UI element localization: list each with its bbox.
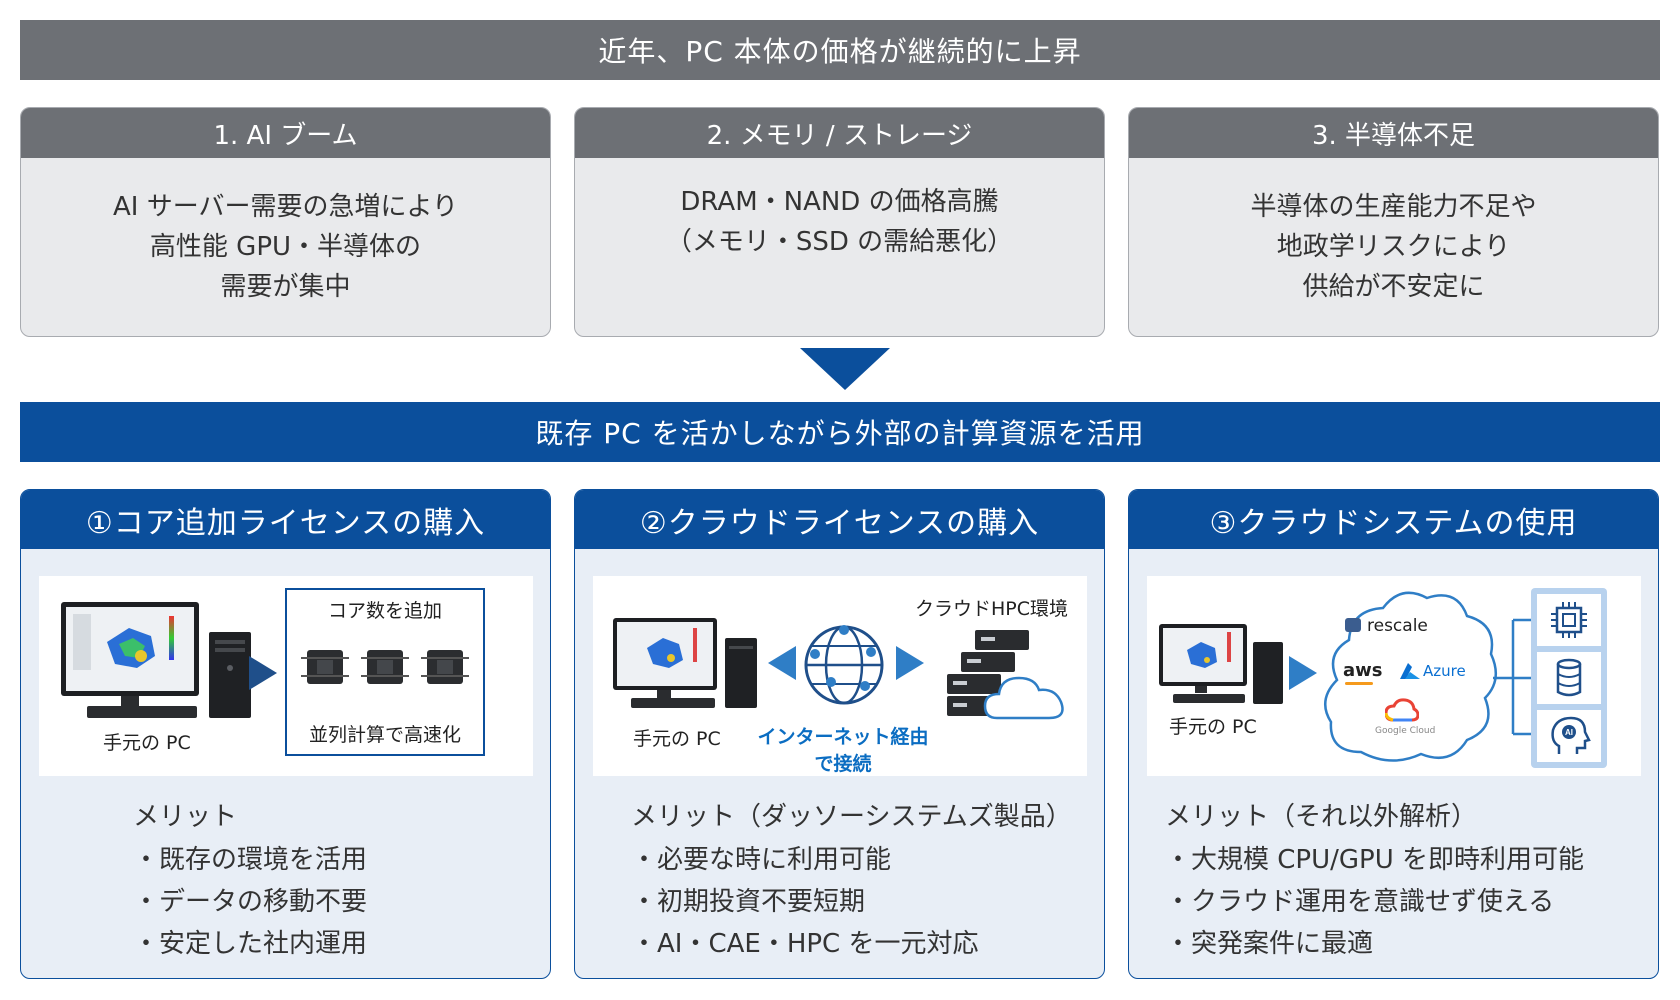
solution-title: ②クラウドライセンスの購入 xyxy=(575,490,1104,549)
cause-line: AI サーバー需要の急増により xyxy=(113,192,458,222)
internet-label: インターネット経由 で接続 xyxy=(755,722,931,776)
pc-label: 手元の PC xyxy=(103,732,191,754)
solution-illustration: 手元の PC インターネット経由 で接続 クラウドHPC環境 xyxy=(593,576,1087,776)
core-box-top-label: コア数を追加 xyxy=(327,600,442,622)
merit-section: メリット ・既存の環境を活用 ・データの移動不要 ・安定した社内運用 xyxy=(21,796,550,965)
cause-line: 需要が集中 xyxy=(220,272,351,302)
workstation-icon xyxy=(1159,624,1283,704)
cause-line: 地政学リスクにより xyxy=(1276,232,1511,262)
core-add-box: コア数を追加 並列計算で高速化 xyxy=(285,588,485,756)
resource-stack: AI xyxy=(1531,588,1607,768)
provider-rescale: rescale xyxy=(1367,616,1428,636)
azure-logo-icon xyxy=(1400,663,1420,679)
provider-azure: Azure xyxy=(1423,662,1466,680)
cause-line: 高性能 GPU・半導体の xyxy=(149,232,422,262)
merit-item: ・クラウド運用を意識せず使える xyxy=(1165,887,1555,917)
solution-illustration: 手元の PC rescale aws Azure Google Cloud xyxy=(1147,576,1641,776)
provider-aws: aws xyxy=(1343,660,1383,681)
cpu-icon xyxy=(1551,602,1587,638)
resource-cpu-tile xyxy=(1537,594,1601,646)
globe-network-icon xyxy=(804,625,884,705)
down-arrow-icon xyxy=(800,348,890,390)
aws-smile-icon xyxy=(1345,682,1373,685)
cloud-server-icon xyxy=(947,630,1064,720)
resource-ai-tile: AI xyxy=(1537,710,1601,762)
resource-storage-tile xyxy=(1537,652,1601,704)
merit-item: ・必要な時に利用可能 xyxy=(631,845,892,875)
merit-title: メリット xyxy=(133,802,238,832)
merit-item: ・突発案件に最適 xyxy=(1165,929,1374,959)
solution-card-cloud-license: ②クラウドライセンスの購入 手元の PC インターネット経由 で接続 xyxy=(574,489,1105,979)
pc-label: 手元の PC xyxy=(633,728,721,750)
merit-item: ・AI・CAE・HPC を一元対応 xyxy=(631,929,979,959)
cause-body: DRAM・NAND の価格高騰 （メモリ・SSD の需給悪化） xyxy=(575,158,1104,336)
cause-line: DRAM・NAND の価格高騰 xyxy=(680,187,999,217)
internet-label-line2: で接続 xyxy=(814,753,872,775)
ai-head-icon: AI xyxy=(1551,716,1591,754)
cause-line: （メモリ・SSD の需給悪化） xyxy=(665,227,1014,257)
connector-lines xyxy=(1493,618,1533,736)
solution-title: ①コア追加ライセンスの購入 xyxy=(21,490,550,549)
arrow-right-icon xyxy=(249,656,277,690)
cause-line: 供給が不安定に xyxy=(1302,272,1485,302)
merit-item: ・大規模 CPU/GPU を即時利用可能 xyxy=(1165,845,1585,875)
cause-body: 半導体の生産能力不足や 地政学リスクにより 供給が不安定に xyxy=(1129,158,1658,336)
arrow-right-icon xyxy=(896,646,924,680)
core-box-bottom-label: 並列計算で高速化 xyxy=(308,724,461,746)
arrow-right-icon xyxy=(1289,656,1317,690)
cause-card-memory: 2. メモリ / ストレージ DRAM・NAND の価格高騰 （メモリ・SSD … xyxy=(574,107,1105,337)
cause-title: 1. AI ブーム xyxy=(21,108,550,158)
svg-text:AI: AI xyxy=(1565,728,1573,737)
cause-card-ai: 1. AI ブーム AI サーバー需要の急増により 高性能 GPU・半導体の 需… xyxy=(20,107,551,337)
merit-section: メリット（それ以外解析） ・大規模 CPU/GPU を即時利用可能 ・クラウド運… xyxy=(1129,796,1658,965)
google-cloud-logo-icon xyxy=(1385,698,1419,722)
middle-banner: 既存 PC を活かしながら外部の計算資源を活用 xyxy=(20,402,1660,462)
cause-card-semiconductor: 3. 半導体不足 半導体の生産能力不足や 地政学リスクにより 供給が不安定に xyxy=(1128,107,1659,337)
merit-title: メリット（それ以外解析） xyxy=(1165,802,1478,832)
top-banner: 近年、PC 本体の価格が継続的に上昇 xyxy=(20,20,1660,80)
solution-illustration: 手元の PC コア数を追加 並列計算で高速化 xyxy=(39,576,533,776)
solution-card-core-license: ①コア追加ライセンスの購入 手元の PC コア数を追加 xyxy=(20,489,551,979)
database-icon xyxy=(1556,658,1582,697)
solution-card-cloud-system: ③クラウドシステムの使用 手元の PC rescale aws Azure xyxy=(1128,489,1659,979)
cause-body: AI サーバー需要の急増により 高性能 GPU・半導体の 需要が集中 xyxy=(21,158,550,336)
workstation-icon xyxy=(613,618,757,708)
provider-google-cloud: Google Cloud xyxy=(1375,726,1436,736)
merit-item: ・データの移動不要 xyxy=(133,887,368,917)
cause-title: 2. メモリ / ストレージ xyxy=(575,108,1104,158)
merit-item: ・初期投資不要短期 xyxy=(631,887,866,917)
merit-item: ・既存の環境を活用 xyxy=(133,845,368,875)
cloud-hpc-label: クラウドHPC環境 xyxy=(915,598,1069,620)
merit-section: メリット（ダッソーシステムズ製品） ・必要な時に利用可能 ・初期投資不要短期 ・… xyxy=(575,796,1104,965)
merit-title: メリット（ダッソーシステムズ製品） xyxy=(631,802,1072,832)
internet-label-line1: インターネット経由 xyxy=(757,726,929,748)
cpu-chips-icon xyxy=(301,650,469,684)
solution-title: ③クラウドシステムの使用 xyxy=(1129,490,1658,549)
arrow-left-icon xyxy=(768,646,796,680)
cause-title: 3. 半導体不足 xyxy=(1129,108,1658,158)
pc-label: 手元の PC xyxy=(1169,716,1257,738)
merit-item: ・安定した社内運用 xyxy=(133,929,368,959)
cause-line: 半導体の生産能力不足や xyxy=(1250,192,1537,222)
rescale-logo-icon xyxy=(1345,618,1361,632)
workstation-icon xyxy=(61,602,251,718)
